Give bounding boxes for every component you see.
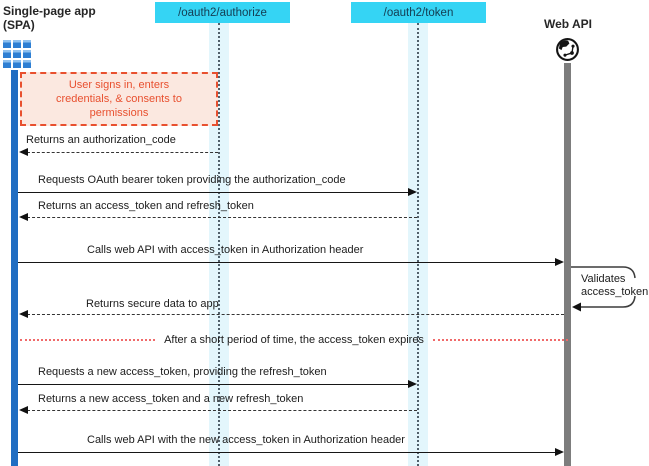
message-calls-web-api: Calls web API with access_token in Autho…: [87, 244, 364, 256]
web-api-title: Web API: [543, 17, 592, 31]
arrowhead-right-icon: [408, 188, 417, 196]
message-returns-tokens: Returns an access_token and refresh_toke…: [38, 200, 254, 212]
arrowhead-right-icon: [555, 448, 564, 456]
message-returns-secure-data: Returns secure data to app: [86, 298, 219, 310]
message-line: [22, 410, 417, 411]
message-line: [18, 384, 409, 385]
token-expiry-divider: After a short period of time, the access…: [20, 334, 569, 346]
message-returns-new-tokens: Returns a new access_token and a new ref…: [38, 393, 304, 405]
message-line: [22, 314, 564, 315]
message-requests-bearer-token: Requests OAuth bearer token providing th…: [38, 174, 346, 186]
spa-grid-icon: [3, 40, 31, 68]
token-endpoint-box: /oauth2/token: [351, 2, 486, 23]
arrowhead-left-icon: [19, 148, 28, 156]
spa-actor-title: Single-page app (SPA): [3, 4, 96, 32]
message-line: [22, 152, 218, 153]
authorize-endpoint-box: /oauth2/authorize: [155, 2, 290, 23]
token-lifeline: [417, 23, 419, 466]
message-returns-authorization-code: Returns an authorization_code: [26, 134, 176, 146]
web-api-globe-icon: [555, 37, 580, 67]
user-signin-note: User signs in, enters credentials, & con…: [20, 72, 218, 126]
token-expiry-label: After a short period of time, the access…: [164, 334, 424, 346]
arrowhead-right-icon: [555, 258, 564, 266]
validates-self-call-loop: [571, 261, 647, 320]
message-line: [18, 192, 409, 193]
divider-dotted-line: [432, 339, 569, 341]
message-line: [18, 452, 556, 453]
arrowhead-left-icon: [19, 310, 28, 318]
arrowhead-right-icon: [408, 380, 417, 388]
message-requests-new-token: Requests a new access_token, providing t…: [38, 366, 327, 378]
validates-access-token-label: Validates access_token: [581, 273, 649, 298]
message-line: [18, 262, 556, 263]
web-api-lifeline: [564, 63, 571, 466]
message-calls-web-api-new-token: Calls web API with the new access_token …: [87, 434, 405, 446]
message-line: [22, 217, 417, 218]
spa-lifeline: [11, 70, 18, 466]
arrowhead-left-icon: [19, 406, 28, 414]
authorize-lifeline: [218, 23, 220, 466]
authorize-endpoint-label: /oauth2/authorize: [178, 6, 267, 19]
arrowhead-left-icon: [19, 213, 28, 221]
token-endpoint-label: /oauth2/token: [383, 6, 454, 19]
divider-dotted-line: [20, 339, 156, 341]
